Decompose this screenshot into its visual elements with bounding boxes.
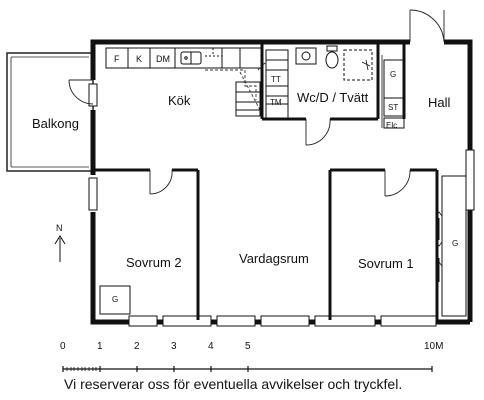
scale-tick-4: 4 <box>208 341 214 352</box>
bedroom2-wardrobe <box>99 285 131 315</box>
scale-tick-1: 1 <box>97 341 103 352</box>
windows <box>88 83 475 327</box>
scale-tick-0: 0 <box>60 341 66 352</box>
dishwasher-label: DM <box>156 54 170 64</box>
bathroom-fixtures <box>265 45 373 119</box>
hall-label: Hall <box>428 95 451 110</box>
bedroom1-wardrobe <box>435 175 467 317</box>
scale-tick-3: 3 <box>171 341 177 352</box>
door-swings <box>68 9 445 197</box>
hall-wardrobe-label: G <box>390 70 397 79</box>
north-arrow-icon <box>54 235 66 262</box>
balcony-outline <box>6 52 94 172</box>
living-room-label: Vardagsrum <box>239 251 309 266</box>
washer-label: TM <box>270 98 282 107</box>
bedroom1-wardrobe-label: G <box>452 239 459 248</box>
cooler-label: K <box>136 54 143 64</box>
bedroom2-wardrobe-label: G <box>112 295 119 304</box>
north-label: N <box>56 223 63 233</box>
hall-cabinets <box>381 55 405 129</box>
electric-cabinet-label: Elc <box>386 121 398 130</box>
scale-bar <box>62 366 433 372</box>
bedroom1-label: Sovrum 1 <box>358 256 414 271</box>
storage-label: ST <box>388 103 399 112</box>
scale-tick-2: 2 <box>134 341 140 352</box>
balcony-label: Balkong <box>32 116 79 131</box>
tumble-dryer-label: TT <box>271 75 281 84</box>
bedroom2-label: Sovrum 2 <box>126 255 182 270</box>
dashed-cabinet <box>205 69 261 111</box>
kitchen-counter <box>105 47 263 69</box>
fridge-label: F <box>114 54 120 64</box>
disclaimer-text: Vi reserverar oss för eventuella avvikel… <box>64 376 403 392</box>
scale-tick-10m: 10M <box>424 341 444 352</box>
shelving <box>235 81 261 117</box>
kitchen-label: Kök <box>168 93 191 108</box>
scale-tick-5: 5 <box>245 341 251 352</box>
bathroom-label: Wc/D / Tvätt <box>297 90 369 105</box>
